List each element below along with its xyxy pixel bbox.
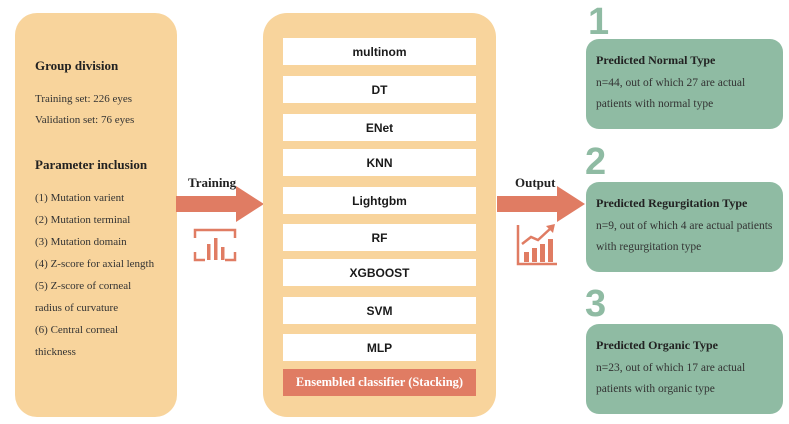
- output-label: Output: [515, 175, 556, 190]
- training-label: Training: [188, 175, 237, 190]
- training-chart-icon: [193, 228, 237, 262]
- group-division-heading: Group division: [35, 58, 119, 73]
- output-card-regurgitation: Predicted Regurgitation Type n=9, out of…: [586, 182, 783, 272]
- param-line: (4) Z-score for axial length: [35, 258, 155, 270]
- training-set-text: Training set: 226 eyes: [35, 93, 133, 105]
- output-title: Predicted Normal Type: [596, 53, 716, 67]
- param-line: thickness: [35, 346, 76, 358]
- model-box: DT: [283, 76, 476, 103]
- model-box: KNN: [283, 149, 476, 176]
- param-line: radius of curvature: [35, 302, 119, 314]
- output-description: n=23, out of which 17 are actual patient…: [596, 362, 746, 395]
- parameter-inclusion-heading: Parameter inclusion: [35, 157, 148, 172]
- output-card-normal: Predicted Normal Type n=44, out of which…: [586, 39, 783, 129]
- number-three-badge: 3: [585, 283, 607, 325]
- output-description: n=9, out of which 4 are actual patients …: [596, 220, 773, 253]
- models-panel: multinom DT ENet KNN Lightgbm RF XGBOOST…: [263, 13, 496, 417]
- model-box: XGBOOST: [283, 259, 476, 286]
- training-arrow-icon: [176, 186, 264, 222]
- model-box: multinom: [283, 38, 476, 65]
- model-box: Lightgbm: [283, 187, 476, 214]
- model-box: RF: [283, 224, 476, 251]
- number-one-badge: 1: [588, 1, 610, 43]
- param-line: (3) Mutation domain: [35, 236, 127, 248]
- param-line: (1) Mutation varient: [35, 192, 125, 204]
- param-line: (6) Central corneal: [35, 324, 119, 336]
- output-title: Predicted Organic Type: [596, 338, 718, 352]
- validation-set-text: Validation set: 76 eyes: [35, 114, 135, 126]
- param-line: (5) Z-score of corneal: [35, 280, 132, 292]
- input-panel: Group division Training set: 226 eyes Va…: [15, 13, 177, 417]
- growth-chart-icon: [516, 224, 557, 266]
- output-description: n=44, out of which 27 are actual patient…: [596, 77, 746, 110]
- output-card-organic: Predicted Organic Type n=23, out of whic…: [586, 324, 783, 414]
- output-title: Predicted Regurgitation Type: [596, 196, 748, 210]
- model-box: SVM: [283, 297, 476, 324]
- output-arrow-icon: [497, 186, 585, 222]
- param-line: (2) Mutation terminal: [35, 214, 131, 226]
- model-box: MLP: [283, 334, 476, 361]
- model-box: ENet: [283, 114, 476, 141]
- ensemble-classifier-box: Ensembled classifier (Stacking): [283, 369, 476, 396]
- number-two-badge: 2: [585, 141, 607, 183]
